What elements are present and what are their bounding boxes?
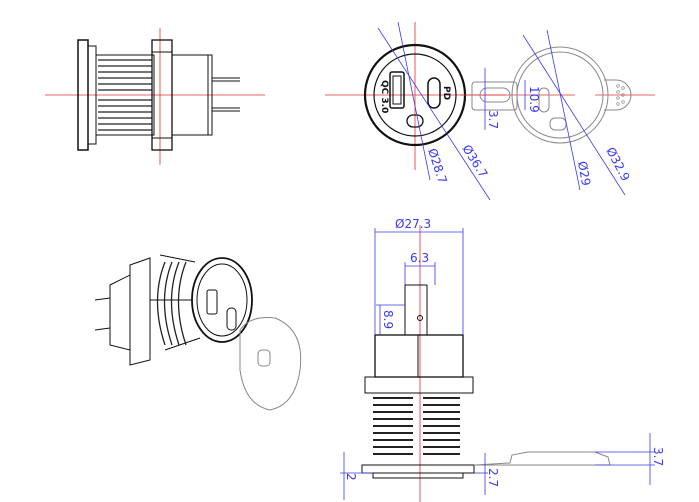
dim-cap-inner-dia: Ø29 <box>575 160 593 187</box>
dim-tab-height: 8.9 <box>381 310 395 329</box>
pd-label: PD <box>441 86 451 100</box>
cap-view: 3.7 10.9 Ø29 Ø32.9 <box>460 29 655 196</box>
dim-outer-dia: Ø36.7 <box>459 142 490 180</box>
qc-label: QC 3.0 <box>379 80 389 113</box>
side-view-top <box>45 28 265 165</box>
dim-slot-length: 10.9 <box>527 86 541 113</box>
front-view: QC 3.0 PD Ø28.7 Ø36.7 <box>325 21 505 201</box>
dim-flange-height: 2.7 <box>486 468 500 487</box>
dim-base-height: 2 <box>344 473 358 481</box>
dim-cap-outer-dia: Ø32.9 <box>603 145 632 184</box>
dim-slot-width: 3.7 <box>486 110 500 129</box>
side-view-bottom: Ø27.3 6.3 8.9 2 2.7 3.7 <box>340 217 665 502</box>
dim-tab-width: 6.3 <box>410 251 429 265</box>
isometric-view <box>94 254 302 411</box>
dim-thread-dia: Ø27.3 <box>395 217 431 231</box>
dim-cap-thickness: 3.7 <box>651 447 665 466</box>
dim-inner-dia: Ø28.7 <box>425 147 449 186</box>
